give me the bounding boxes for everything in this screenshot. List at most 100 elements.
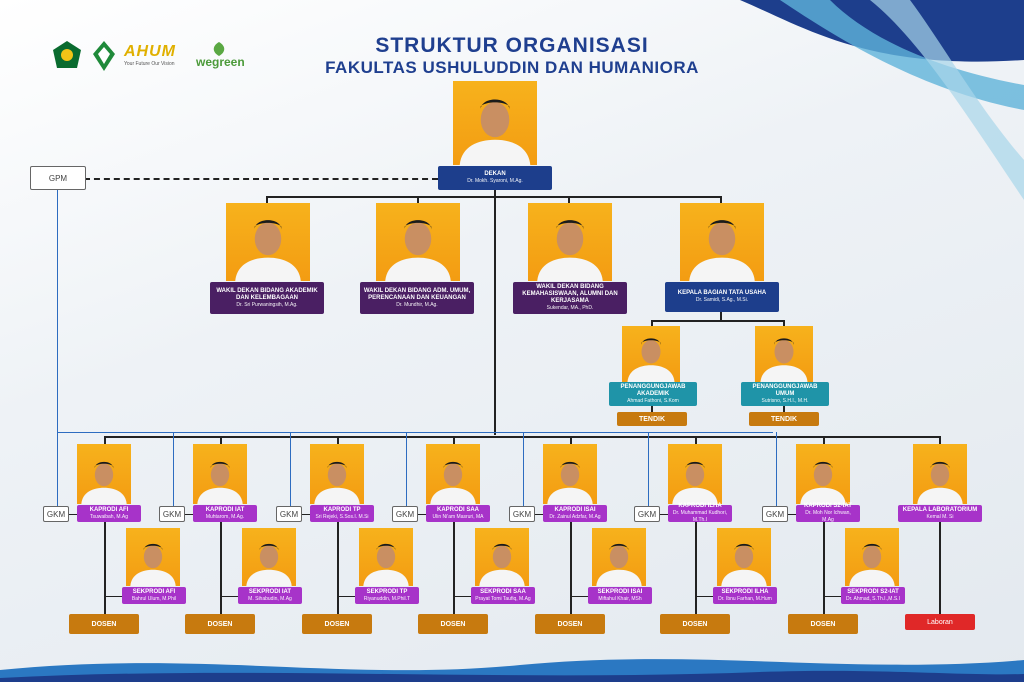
line-pj-2-tendik <box>783 406 785 412</box>
tendik-label-1: TENDIK <box>638 415 666 423</box>
line-lab <box>939 436 941 444</box>
sekprodi-photo-1 <box>126 528 180 586</box>
person-silhouette-icon <box>430 461 476 504</box>
sekprodi-photo-2 <box>242 528 296 586</box>
kaprodi-role-1: KAPRODI AFI <box>89 506 129 513</box>
line-gpm-dashed <box>84 178 438 180</box>
line-wakil-1 <box>266 196 268 204</box>
line-pj-1-tendik <box>651 406 653 412</box>
pj-photo-2 <box>755 326 813 382</box>
sekprodi-name-6: Dr. Ibnu Farhan, M.Hum <box>718 595 772 602</box>
person-silhouette-icon <box>689 220 755 281</box>
person-silhouette-icon <box>596 543 642 586</box>
line-sek-link-5 <box>570 596 594 597</box>
person-silhouette-icon <box>314 461 360 504</box>
sekprodi-name-4: Prayat Tomi Taufiq, M.Ag <box>475 595 531 602</box>
line-gkm-blue-horizontal <box>57 432 773 433</box>
person-silhouette-icon <box>849 543 895 586</box>
wegreen-text: wegreen <box>196 55 245 69</box>
wakil-name-1: Dr. Sri Purwaningsih, M.Ag. <box>236 301 298 308</box>
wakil-photo-3 <box>528 203 612 281</box>
lab-photo <box>913 444 967 504</box>
line-wakil-2 <box>417 196 419 204</box>
wegreen-logo: wegreen <box>196 42 248 72</box>
line-prodi-7 <box>823 436 825 444</box>
wakil-box-2: WAKIL DEKAN BIDANG ADM. UMUM, PERENCANAA… <box>360 282 474 314</box>
sekprodi-role-1: SEKPRODI AFI <box>132 588 176 595</box>
wakil-photo-4 <box>680 203 764 281</box>
kabag-tu-name: Dr. Samidi, S.Ag., M.Si. <box>695 297 749 303</box>
line-prodi-5 <box>570 436 572 444</box>
kaprodi-name-6: Dr. Muhammad Kudhori, M.Th.I <box>672 510 728 523</box>
gpm-label: GPM <box>48 173 68 183</box>
line-gkm-5 <box>523 432 524 506</box>
gkm-label: GKM <box>637 509 657 519</box>
line-prodi-2 <box>220 436 222 444</box>
person-silhouette-icon <box>800 461 846 504</box>
line-sek-link-6 <box>695 596 719 597</box>
dosen-label-5: DOSEN <box>557 620 583 628</box>
pj-name-2: Sutrisno, S.H.I., M.H. <box>761 397 809 404</box>
gkm-box-2: GKM <box>159 506 185 522</box>
wakil-role-3: WAKIL DEKAN BIDANG KEMAHASISWAAN, ALUMNI… <box>522 284 618 304</box>
sekprodi-photo-3 <box>359 528 413 586</box>
sekprodi-role-4: SEKPRODI SAA <box>480 588 526 595</box>
person-silhouette-icon <box>363 543 409 586</box>
kaprodi-role-4: KAPRODI SAA <box>436 506 479 513</box>
line-kaprodi-down-7 <box>823 522 825 614</box>
line-gkm-3 <box>290 432 291 506</box>
kaprodi-role-2: KAPRODI IAT <box>205 506 245 513</box>
line-sek-link-4 <box>453 596 477 597</box>
line-gkm-6 <box>648 432 649 506</box>
line-wakil-4 <box>720 196 722 204</box>
sekprodi-photo-6 <box>717 528 771 586</box>
uin-walisongo-logo-icon <box>93 41 115 71</box>
line-gkm-link-6 <box>660 514 668 515</box>
gkm-box-7: GKM <box>762 506 788 522</box>
kaprodi-name-3: Sri Rejeki, S.Sos.I. M.Si <box>315 513 369 520</box>
wave-decoration-bottom <box>0 659 1024 682</box>
kaprodi-name-1: Tsuwaibah, M.Ag <box>89 513 129 520</box>
sekprodi-name-1: Bahrul Ulum, M.Phil <box>131 595 177 602</box>
line-gkm-1 <box>57 432 58 506</box>
kaprodi-photo-5 <box>543 444 597 504</box>
wakil-name-3: Sukendar, MA., PhD. <box>546 305 594 311</box>
line-kaprodi-down-5 <box>570 522 572 614</box>
kaprodi-name-4: Ulin Ni'am Masruri, MA <box>432 513 484 520</box>
person-silhouette-icon <box>917 461 963 504</box>
person-silhouette-icon <box>385 220 451 281</box>
wakil-photo-2 <box>376 203 460 281</box>
line-kaprodi-down-3 <box>337 522 339 614</box>
line-gkm-link-7 <box>788 514 796 515</box>
gkm-label: GKM <box>765 509 785 519</box>
line-wakil-horizontal <box>266 196 721 198</box>
lab-box: KEPALA LABORATORIUM Kemal M. Si <box>898 505 982 522</box>
kabag-tu-box: KEPALA BAGIAN TATA USAHA Dr. Samidi, S.A… <box>665 282 779 312</box>
gkm-box-5: GKM <box>509 506 535 522</box>
laboran-label: Laboran <box>927 618 953 626</box>
dosen-box-2: DOSEN <box>185 614 255 634</box>
line-gkm-link-4 <box>418 514 426 515</box>
lab-role: KEPALA LABORATORIUM <box>902 506 978 513</box>
fuhum-logo-text: AHUM <box>124 43 176 60</box>
sekprodi-role-3: SEKPRODI TP <box>366 588 408 595</box>
line-gkm-2 <box>173 432 174 506</box>
dosen-box-6: DOSEN <box>660 614 730 634</box>
sekprodi-photo-7 <box>845 528 899 586</box>
fuhum-tagline: Your Future Our Vision <box>124 61 175 67</box>
kaprodi-name-5: Dr. Zainul Adzfar, M.Ag <box>549 513 601 520</box>
dosen-box-5: DOSEN <box>535 614 605 634</box>
wakil-role-1: WAKIL DEKAN BIDANG AKADEMIK DAN KELEMBAG… <box>216 287 318 301</box>
sekprodi-name-5: Miftahul Khair, MSh <box>598 595 642 602</box>
dosen-box-1: DOSEN <box>69 614 139 634</box>
leaf-icon <box>213 42 225 56</box>
kaprodi-photo-6 <box>668 444 722 504</box>
gkm-label: GKM <box>162 509 182 519</box>
kaprodi-role-3: KAPRODI TP <box>323 506 361 513</box>
kaprodi-photo-1 <box>77 444 131 504</box>
person-silhouette-icon <box>627 338 675 382</box>
